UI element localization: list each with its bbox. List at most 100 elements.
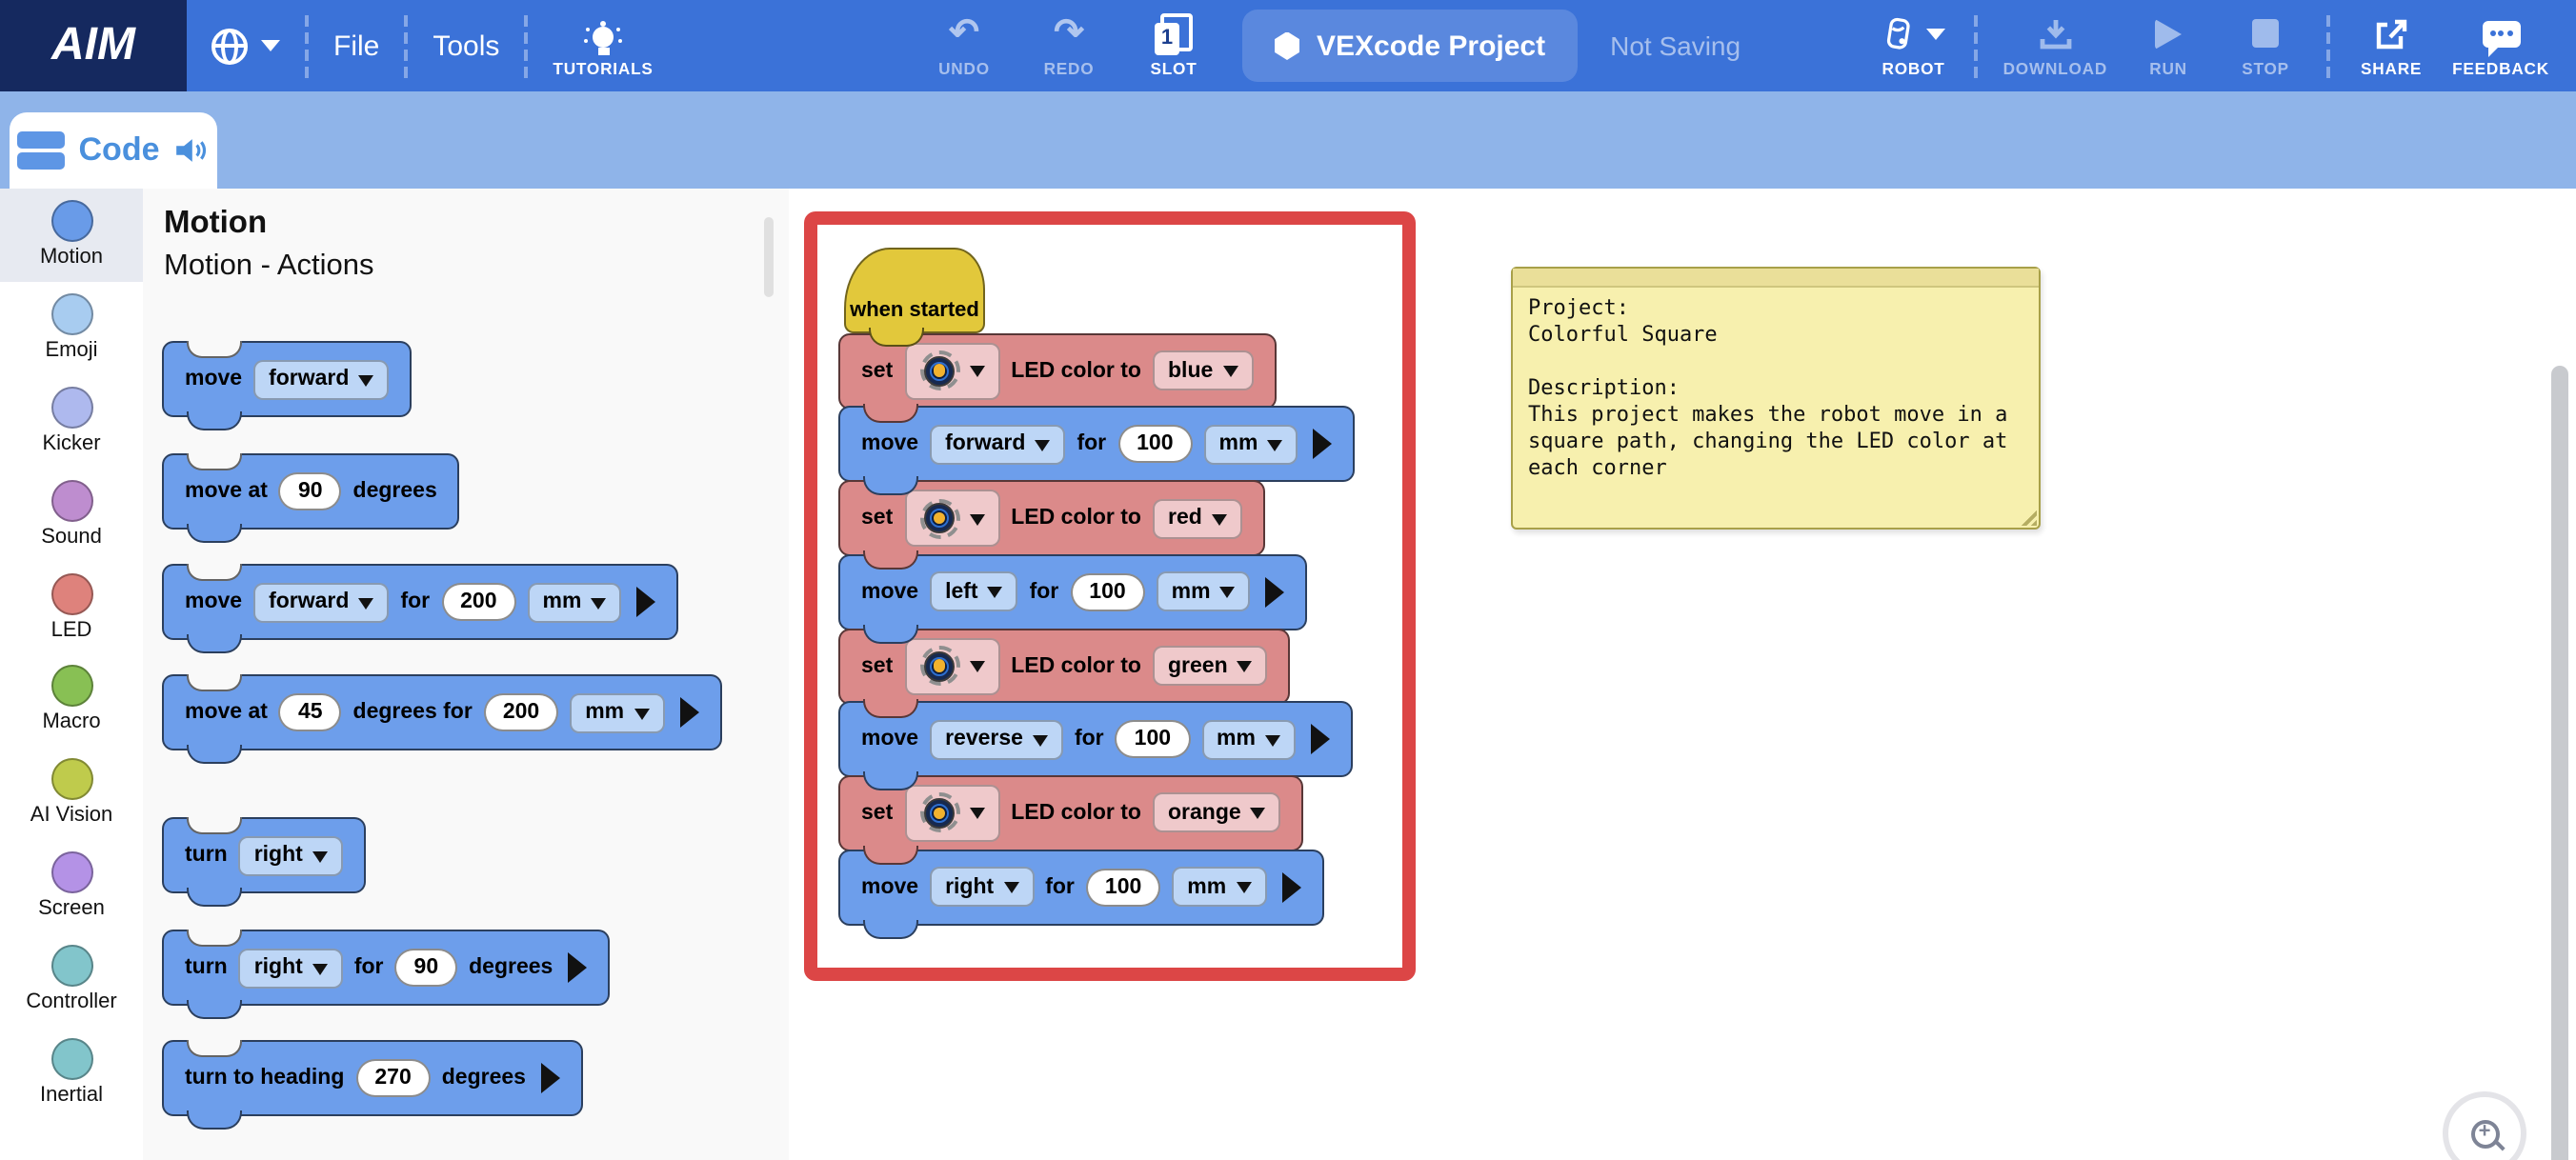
chevron-down-icon [969, 513, 985, 526]
redo-button[interactable]: ↷ REDO [1043, 13, 1095, 77]
robot-dropdown[interactable] [904, 784, 1000, 842]
unit-dropdown[interactable]: mm [1156, 571, 1251, 612]
block-move-forward[interactable]: move forward for 100 mm [838, 406, 1356, 496]
speaker-icon[interactable] [173, 135, 210, 166]
sidebar-item-sound[interactable]: Sound [0, 468, 143, 561]
palette-block-turn-for[interactable]: turn right for 90 degrees [162, 929, 611, 1019]
stop-button[interactable]: STOP [2229, 14, 2302, 77]
palette-block-move-at[interactable]: move at 90 degrees [162, 452, 460, 543]
robot-dropdown[interactable] [904, 490, 1000, 548]
download-button[interactable]: DOWNLOAD [2003, 14, 2108, 77]
expand-arrow-icon[interactable] [1265, 576, 1285, 608]
sidebar-item-ai-vision[interactable]: AI Vision [0, 747, 143, 840]
tutorials-button[interactable]: TUTORIALS [553, 14, 653, 77]
expand-arrow-icon[interactable] [1313, 429, 1333, 460]
download-icon [2039, 19, 2071, 49]
sidebar-item-motion[interactable]: Motion [0, 189, 143, 282]
expand-arrow-icon[interactable] [1310, 724, 1330, 755]
zoom-in-button[interactable]: + [2443, 1091, 2526, 1160]
direction-dropdown[interactable]: forward [253, 582, 390, 622]
direction-dropdown[interactable]: reverse [930, 719, 1063, 760]
workspace-scrollbar[interactable] [2551, 366, 2568, 1160]
block-move-reverse[interactable]: move reverse for 100 mm [838, 701, 1353, 791]
category-dot [50, 944, 92, 987]
robot-button[interactable]: ROBOT [1878, 14, 1950, 77]
block-set-led-green[interactable]: set LED color to green [838, 628, 1291, 717]
language-menu[interactable] [211, 28, 280, 64]
number-input[interactable]: 100 [1115, 720, 1191, 759]
number-input[interactable]: 90 [278, 472, 342, 510]
palette-title: Motion [164, 206, 268, 240]
workspace[interactable]: when started set LED color to blue move … [789, 189, 2576, 1160]
undo-button[interactable]: ↶ UNDO [938, 13, 990, 77]
when-started-hat-block[interactable]: when started [844, 248, 985, 347]
direction-dropdown[interactable]: right [238, 948, 343, 988]
sidebar-item-kicker[interactable]: Kicker [0, 374, 143, 468]
menu-tools[interactable]: Tools [433, 30, 500, 62]
block-label: turn [185, 956, 228, 979]
number-input[interactable]: 200 [441, 583, 516, 621]
expand-arrow-icon[interactable] [568, 952, 588, 983]
share-button[interactable]: SHARE [2355, 14, 2427, 77]
chevron-down-icon [312, 850, 328, 862]
robot-dropdown[interactable] [904, 342, 1000, 400]
sidebar-item-macro[interactable]: Macro [0, 653, 143, 747]
direction-dropdown[interactable]: forward [930, 424, 1066, 465]
block-set-led-blue[interactable]: set LED color to blue [838, 332, 1277, 423]
unit-dropdown[interactable]: mm [1203, 424, 1298, 465]
number-input[interactable]: 200 [483, 693, 559, 731]
color-dropdown[interactable]: orange [1153, 792, 1281, 833]
palette-block-move-at-for[interactable]: move at 45 degrees for 200 mm [162, 673, 722, 764]
direction-dropdown[interactable]: right [930, 867, 1035, 908]
number-input[interactable]: 45 [278, 693, 342, 731]
menu-file[interactable]: File [333, 30, 380, 62]
direction-dropdown[interactable]: right [238, 835, 343, 875]
block-set-led-red[interactable]: set LED color to red [838, 480, 1265, 570]
project-comment-note[interactable]: Project: Colorful Square Description: Th… [1511, 267, 2041, 530]
category-dot [50, 479, 92, 522]
block-move-right[interactable]: move right for 100 mm [838, 849, 1324, 939]
palette-block-move[interactable]: move forward [162, 340, 413, 430]
sidebar-item-screen[interactable]: Screen [0, 839, 143, 932]
resize-handle[interactable] [2020, 509, 2037, 526]
sidebar-item-controller[interactable]: Controller [0, 932, 143, 1026]
number-input[interactable]: 90 [394, 949, 458, 987]
sidebar-item-emoji[interactable]: Emoji [0, 282, 143, 375]
unit-dropdown[interactable]: mm [527, 582, 622, 622]
feedback-icon [2482, 20, 2521, 56]
number-input[interactable]: 100 [1117, 425, 1193, 464]
color-dropdown[interactable]: blue [1153, 350, 1254, 391]
palette-block-turn[interactable]: turn right [162, 816, 366, 907]
block-move-left[interactable]: move left for 100 mm [838, 553, 1308, 644]
run-button[interactable]: RUN [2132, 14, 2204, 77]
aim-logo: AIM [51, 19, 135, 70]
feedback-button[interactable]: FEEDBACK [2452, 14, 2549, 77]
color-dropdown[interactable]: red [1153, 498, 1242, 539]
script-stack: set LED color to blue move forward for 1… [838, 332, 1356, 939]
color-dropdown[interactable]: green [1153, 646, 1268, 686]
expand-arrow-icon[interactable] [679, 697, 699, 728]
project-name-button[interactable]: VEXcode Project [1242, 10, 1579, 82]
palette-scrollbar[interactable] [764, 217, 774, 297]
expand-arrow-icon[interactable] [1281, 871, 1301, 903]
palette-block-turn-to-heading[interactable]: turn to heading 270 degrees [162, 1039, 583, 1130]
direction-dropdown[interactable]: left [930, 571, 1018, 612]
number-input[interactable]: 100 [1085, 868, 1161, 907]
direction-dropdown[interactable]: forward [253, 359, 390, 399]
palette-block-move-for[interactable]: move forward for 200 mm [162, 563, 679, 653]
number-input[interactable]: 100 [1070, 572, 1145, 611]
number-input[interactable]: 270 [355, 1059, 431, 1097]
unit-dropdown[interactable]: mm [1201, 719, 1296, 760]
sidebar-item-inertial[interactable]: Inertial [0, 1025, 143, 1118]
unit-dropdown[interactable]: mm [570, 692, 665, 732]
expand-arrow-icon[interactable] [636, 587, 656, 617]
slot-button[interactable]: 1 SLOT [1137, 12, 1210, 77]
block-label: set [861, 359, 894, 383]
sidebar-item-led[interactable]: LED [0, 560, 143, 653]
tab-code[interactable]: Code [10, 112, 217, 189]
comment-text[interactable]: Project: Colorful Square Description: Th… [1528, 295, 2008, 481]
robot-dropdown[interactable] [904, 637, 1000, 694]
block-label: for [353, 956, 384, 979]
unit-dropdown[interactable]: mm [1172, 867, 1267, 908]
expand-arrow-icon[interactable] [540, 1063, 560, 1093]
